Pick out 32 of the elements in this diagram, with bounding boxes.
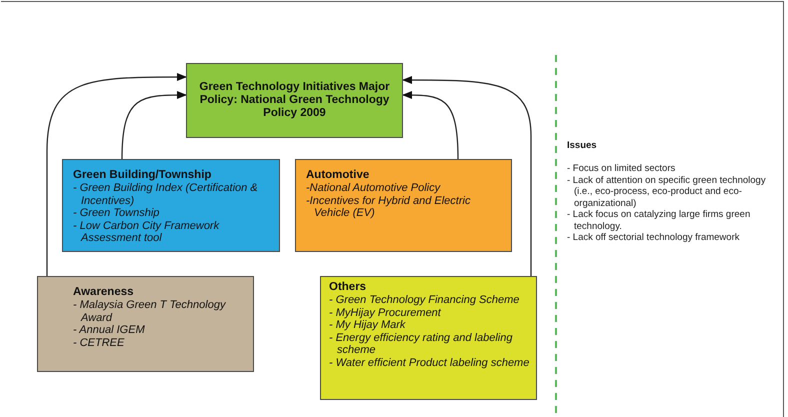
arrow [402,76,532,276]
arrow [402,91,459,160]
issue-item: - Focus on limited sectors [567,163,676,174]
list-item: - Green Technology Financing Scheme [329,294,520,306]
issue-item: - Lack off sectorial technology framework [567,232,740,244]
list-item: -National Automotive Policy [306,182,442,194]
category-box [37,276,254,372]
list-item: - Water efficient Product labeling scheme [329,356,530,369]
category-box [295,159,512,252]
list-item: - Energy efficiency rating and labeling scheme [329,332,514,356]
box-heading: Green Technology Initiatives Major Policy: National Green Technology Policy 2009 [198,81,391,120]
list-item: - CETREE [73,336,126,349]
list-item: - Green Building Index (Certification & Incentives) [73,182,259,207]
list-item: - Annual IGEM [73,324,146,336]
list-item: - My Hijay Mark [329,319,407,332]
box-heading: Others [329,281,368,294]
list-item: - MyHijay Procurement [329,306,442,319]
box-heading: Awareness [73,286,135,299]
arrow [121,91,187,160]
issues-heading: Issues [567,140,598,152]
list-item: -Incentives for Hybrid and Electric Vehicle (EV) [306,194,472,220]
policy-box [186,63,403,138]
box-heading: Green Building/Township [73,169,212,182]
box-heading: Automotive [306,169,370,182]
list-item: - Green Township [73,207,160,220]
category-box [320,276,537,400]
issue-item: - Lack of attention on specific green technology (i.e., eco-process, eco-product and eco-organizational) [567,174,767,209]
list-item: - Malaysia Green T Technology Award [73,299,227,324]
category-box [62,159,280,252]
list-item: - Low Carbon City Framework Assessment tool [73,220,220,244]
arrow [46,73,187,276]
issue-item: - Lack focus on catalyzing large firms green technology. [567,209,752,232]
